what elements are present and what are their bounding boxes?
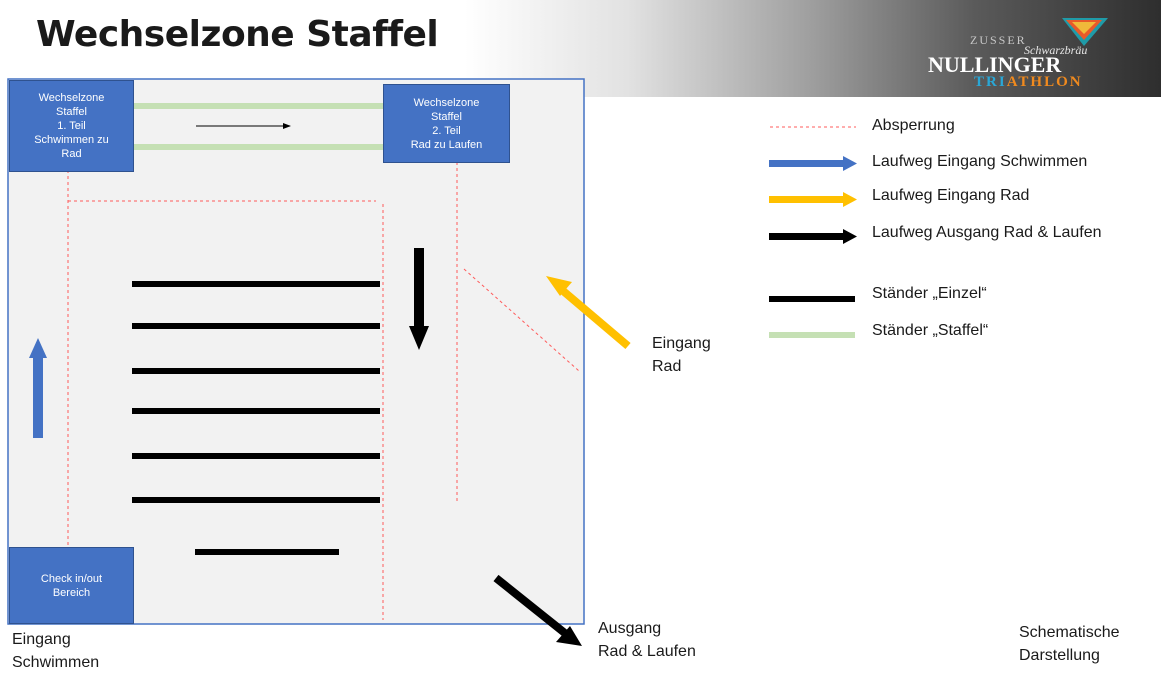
swim-entry-label: Eingang Schwimmen [12, 631, 100, 671]
bike-entry-arrow [546, 276, 631, 350]
legend-single-rack-symbol [769, 296, 855, 302]
legend-item-relay-rack: Ständer „Staffel“ [872, 322, 989, 339]
swim-entry-arrow [29, 338, 47, 438]
exit-down-arrow [409, 248, 429, 350]
legend-item-exit-path: Laufweg Ausgang Rad & Laufen [872, 224, 1102, 241]
legend-yellow-arrow-symbol [769, 192, 857, 207]
legend-symbols [769, 126, 857, 338]
exit-label: Ausgang Rad & Laufen [598, 620, 696, 660]
svg-text:NULLINGER: NULLINGER [928, 52, 1062, 77]
legend-item-swim-path: Laufweg Eingang Schwimmen [872, 153, 1088, 170]
exit-arrow [493, 574, 582, 646]
legend-black-arrow-symbol [769, 229, 857, 244]
barrier-lines [67, 158, 580, 620]
nullinger-triathlon-logo: ZUSSER Schwarzbräu NULLINGER TRIATHLON [928, 18, 1108, 90]
single-racks [132, 281, 380, 555]
page-title: Wechselzone Staffel [36, 14, 439, 55]
svg-text:Schwarzbräu: Schwarzbräu [1024, 43, 1087, 57]
schematic-note: Schematische Darstellung [1019, 624, 1120, 664]
legend-blue-arrow-symbol [769, 156, 857, 171]
legend-item-single-rack: Ständer „Einzel“ [872, 285, 987, 302]
relay-zone-part-2: Wechselzone Staffel 2. Teil Rad zu Laufe… [383, 84, 510, 163]
svg-text:TRIATHLON: TRIATHLON [974, 74, 1083, 90]
relay-zone-part-1: Wechselzone Staffel 1. Teil Schwimmen zu… [9, 80, 134, 172]
legend-item-bike-path: Laufweg Eingang Rad [872, 187, 1030, 204]
checkin-area: Check in/out Bereich [9, 547, 134, 624]
svg-text:ZUSSER: ZUSSER [970, 33, 1027, 47]
legend-item-barrier: Absperrung [872, 117, 955, 134]
legend-relay-rack-symbol [769, 332, 855, 338]
relay-racks [134, 103, 383, 150]
barrier-diagonal [463, 268, 580, 372]
bike-entry-label: Eingang Rad [652, 335, 711, 375]
